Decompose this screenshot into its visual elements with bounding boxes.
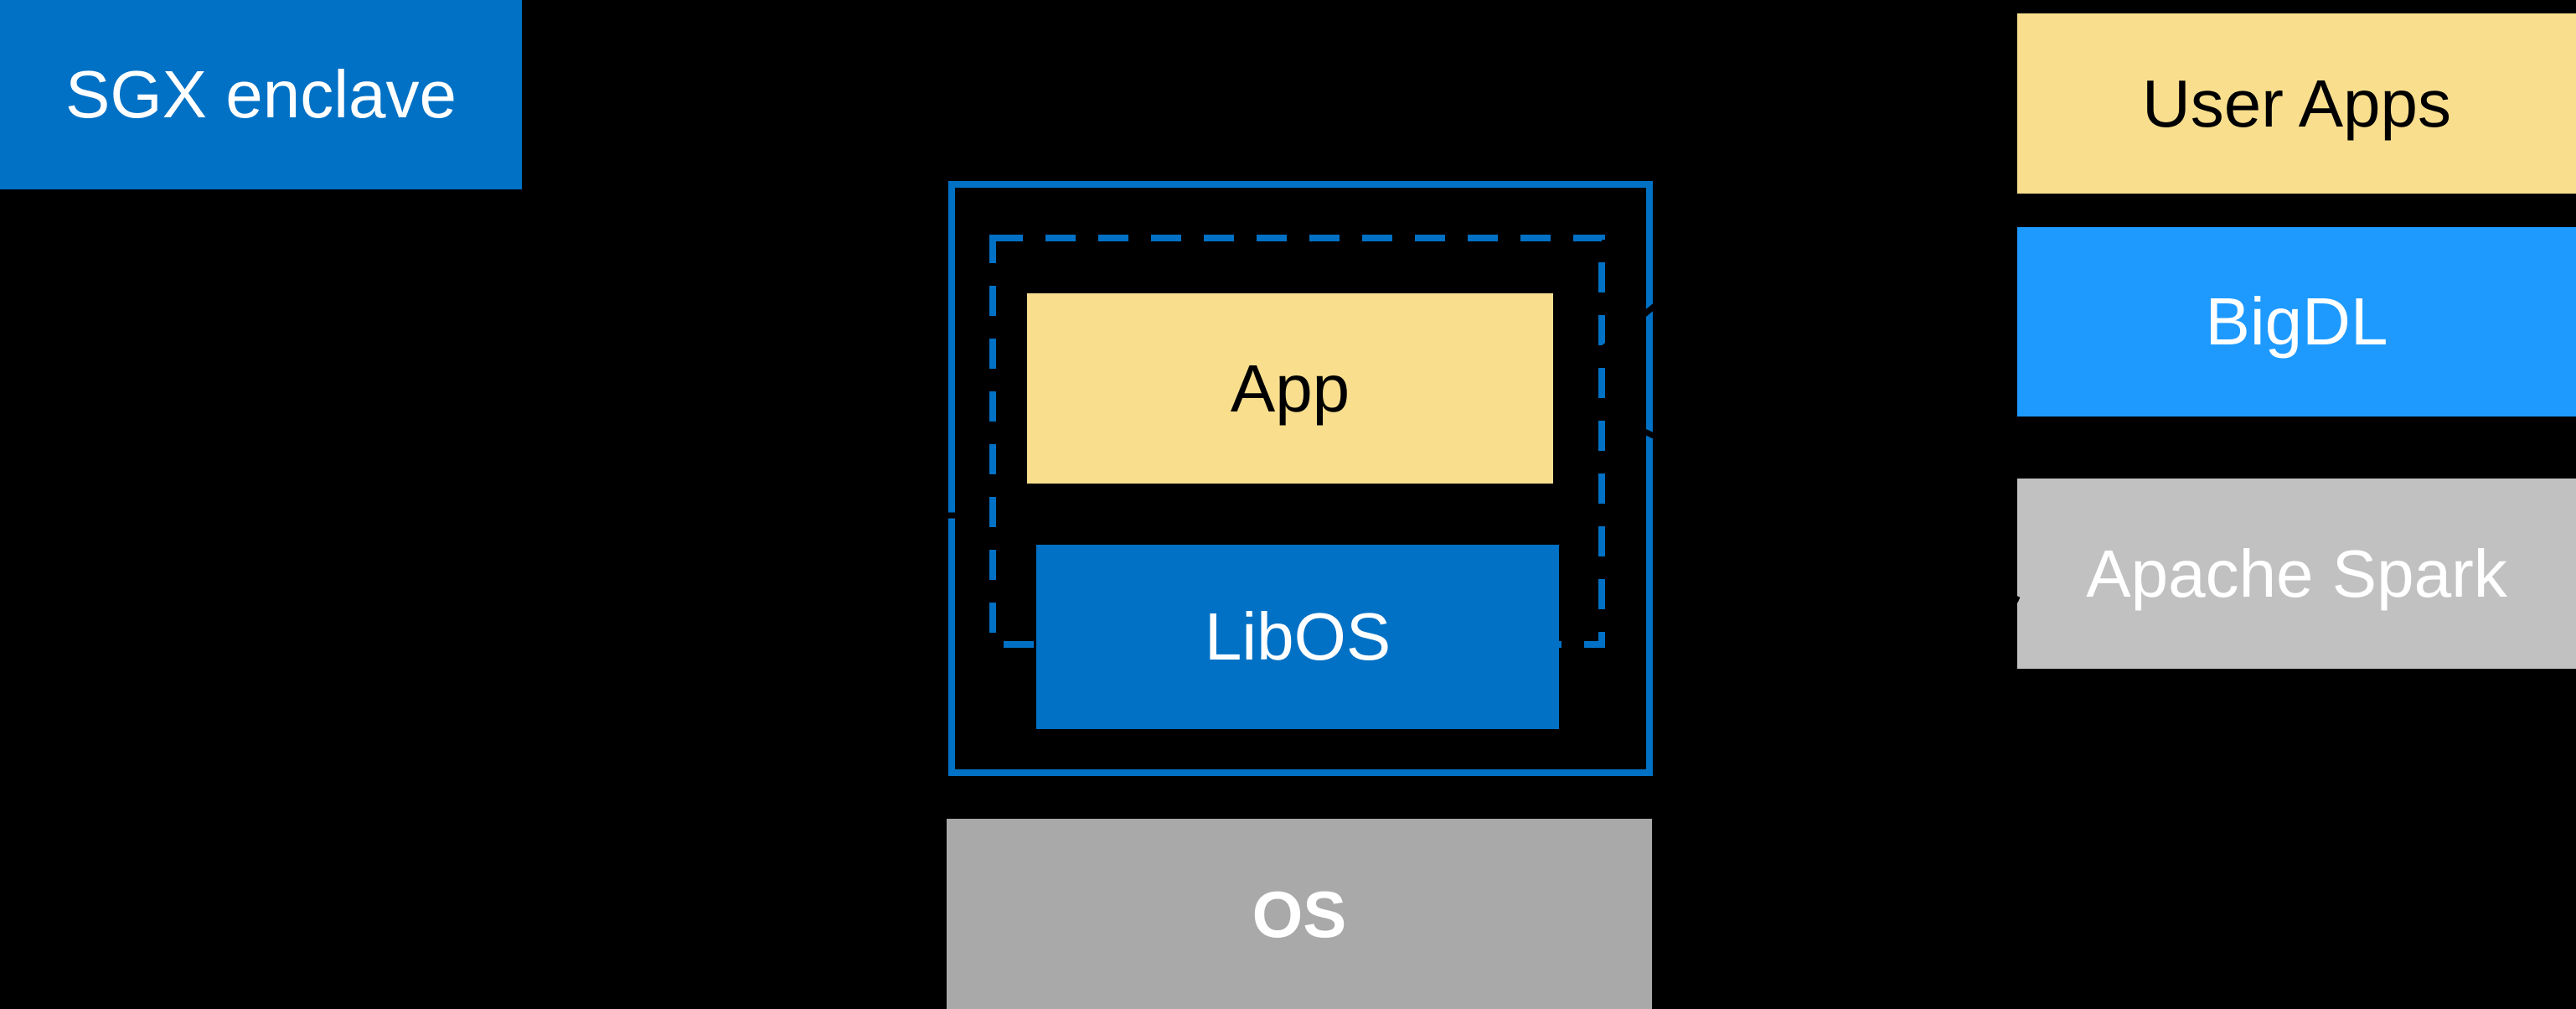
arrow-sgx-to-enclave: [514, 504, 980, 526]
bigdl-box: BigDL: [2017, 227, 2576, 417]
user-apps-label: User Apps: [2141, 65, 2452, 141]
apache-spark-box: Apache Spark: [2017, 479, 2576, 669]
app-box: App: [1027, 293, 1553, 484]
libos-box: LibOS: [1036, 545, 1559, 729]
apache-spark-label: Apache Spark: [2086, 536, 2507, 611]
libos-label: LibOS: [1204, 599, 1391, 674]
os-box: OS: [947, 819, 1652, 1009]
user-apps-box: User Apps: [2017, 13, 2576, 194]
sgx-enclave-box: SGX enclave: [0, 0, 522, 189]
arrow-sgx-start-dot: [514, 510, 524, 520]
bigdl-label: BigDL: [2205, 284, 2388, 359]
app-label: App: [1230, 350, 1350, 426]
sgx-enclave-label: SGX enclave: [65, 57, 457, 132]
os-label: OS: [1252, 877, 1347, 951]
